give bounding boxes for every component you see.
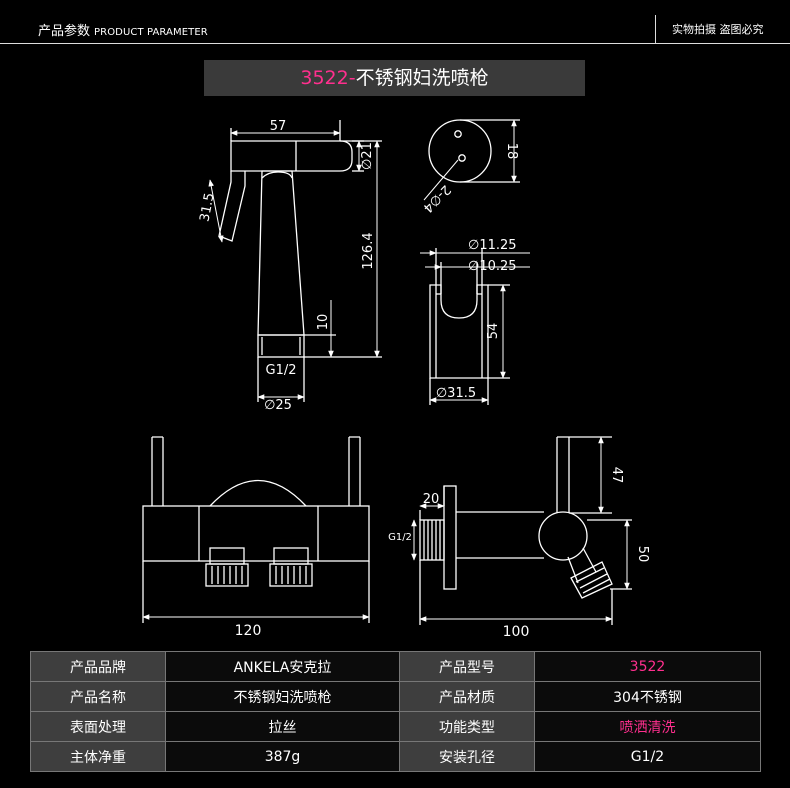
dim-20: 20 <box>423 492 440 507</box>
spec-value: 不锈钢妇洗喷枪 <box>165 681 400 712</box>
spec-label: 产品品牌 <box>30 651 166 682</box>
header-title-cn: 产品参数 <box>38 24 91 39</box>
dim-57: 57 <box>270 119 287 134</box>
dim-31-5: 31.5 <box>197 192 217 223</box>
dim-120: 120 <box>235 623 262 639</box>
dim-47: 47 <box>609 467 624 484</box>
dim-50: 50 <box>635 546 650 563</box>
dim-diameter-25: ∅25 <box>264 398 292 413</box>
valve-side-dimension-lines <box>411 436 630 622</box>
dim-g12-valve: G1/2 <box>388 532 412 543</box>
dim-diameter-21: ∅21 <box>360 142 375 170</box>
sprayer-dimension-lines <box>208 130 380 400</box>
spec-label: 表面处理 <box>30 711 166 742</box>
dim-g12-sprayer: G1/2 <box>266 363 297 378</box>
header-divider <box>655 15 656 43</box>
dim-diameter-10-25: ∅10.25 <box>468 259 517 274</box>
spec-label: 产品材质 <box>399 681 535 712</box>
spec-value: 3522 <box>534 651 761 682</box>
valve-side-view <box>419 436 632 625</box>
product-title-bar: 3522-不锈钢妇洗喷枪 <box>204 60 585 96</box>
technical-drawing: 57 ∅21 31.5 126.4 10 G1/2 ∅25 18 2-∅4 <box>142 119 650 640</box>
dim-18: 18 <box>504 143 519 160</box>
spec-value: 387g <box>165 741 400 772</box>
dim-diameter-31-5: ∅31.5 <box>436 386 476 401</box>
spec-value: 喷洒清洗 <box>534 711 761 742</box>
spec-value: 拉丝 <box>165 711 400 742</box>
sprayer-side-view <box>218 120 382 402</box>
spec-value: ANKELA安克拉 <box>165 651 400 682</box>
product-name: 不锈钢妇洗喷枪 <box>355 67 489 89</box>
header-rule <box>0 43 790 44</box>
spec-label: 安装孔径 <box>399 741 535 772</box>
dim-100: 100 <box>503 624 530 640</box>
product-code: 3522- <box>300 67 356 89</box>
holder-front-dimension-lines <box>420 250 530 403</box>
spec-value: G1/2 <box>534 741 761 772</box>
dim-126-4: 126.4 <box>361 232 376 269</box>
dim-10: 10 <box>316 314 331 331</box>
valve-front-view <box>142 436 370 623</box>
spec-label: 产品名称 <box>30 681 166 712</box>
dim-diameter-11-25: ∅11.25 <box>468 238 517 253</box>
dim-54: 54 <box>486 323 501 340</box>
header-notice: 实物拍摄 盗图必究 <box>672 23 764 36</box>
holder-top-dimension-lines <box>423 119 517 201</box>
spec-label: 主体净重 <box>30 741 166 772</box>
spec-value: 304不锈钢 <box>534 681 761 712</box>
spec-label: 功能类型 <box>399 711 535 742</box>
spec-label: 产品型号 <box>399 651 535 682</box>
spec-row: 表面处理拉丝功能类型喷洒清洗 <box>30 711 761 742</box>
holder-top-view <box>428 119 520 183</box>
header-title-en: PRODUCT PARAMETER <box>94 27 208 38</box>
